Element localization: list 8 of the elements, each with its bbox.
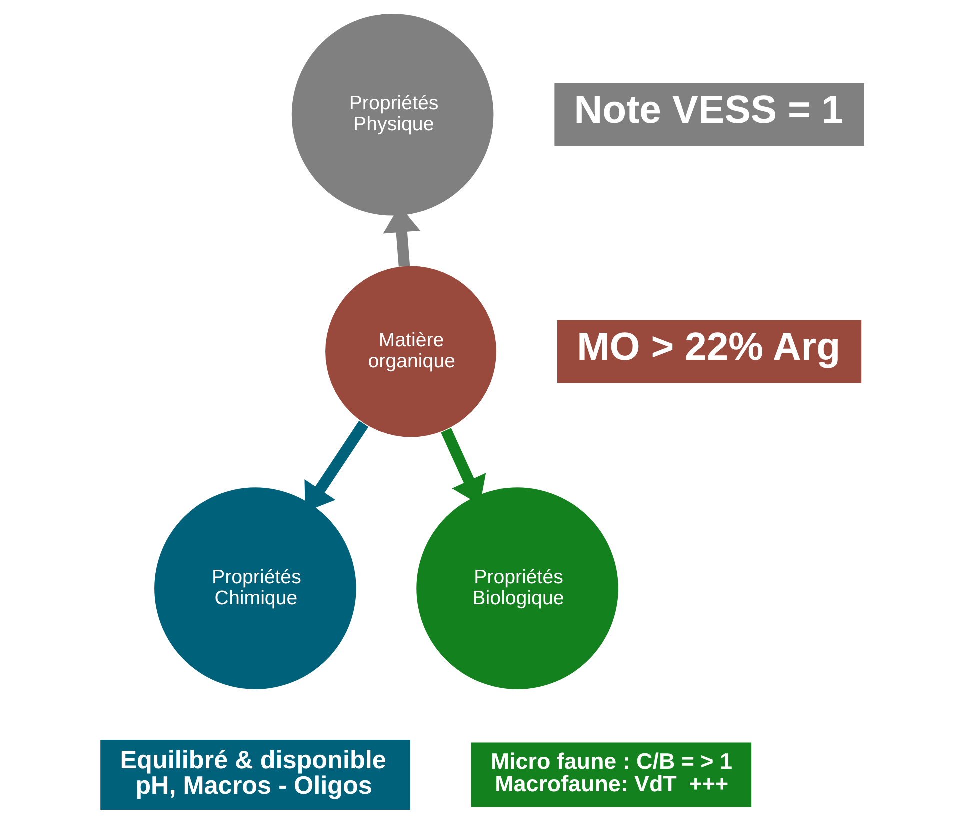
node-circle: Propriétés Chimique: [154, 488, 356, 690]
node-box: MO > 22% Arg: [556, 320, 862, 384]
node-box: Micro faune : C/B = > 1 Macrofaune: VdT +++: [470, 742, 752, 808]
node-circle: Propriétés Physique: [291, 14, 494, 216]
node-box: Equilibré & disponible pH, Macros - Oligos: [100, 740, 410, 810]
node-box: Note VESS = 1: [554, 83, 864, 146]
node-circle: Matière organique: [325, 266, 496, 438]
node-circle: Propriétés Biologique: [416, 488, 618, 690]
